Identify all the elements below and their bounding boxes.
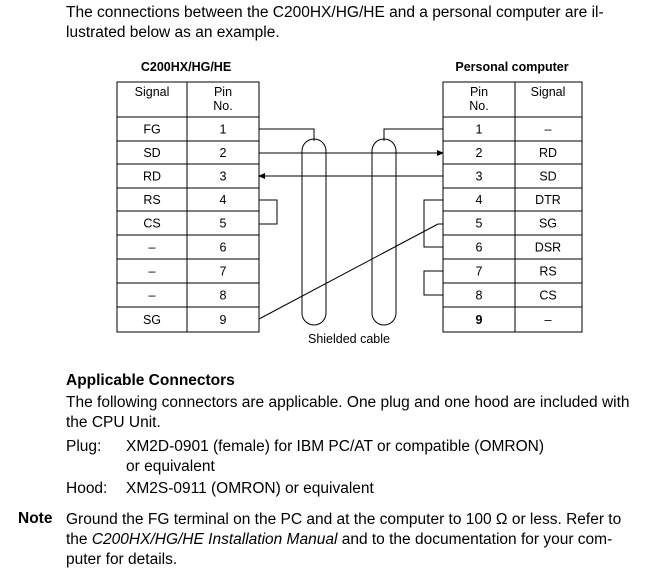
right-pin-cell: 9 — [476, 313, 483, 327]
sg-wire-a — [258, 223, 439, 320]
right-pin-cell: 5 — [476, 217, 483, 231]
left-signal-cell: – — [149, 265, 156, 279]
left-pin-cell: 2 — [220, 146, 227, 160]
shield-pin1-wire — [383, 128, 443, 141]
right-pin-cell: 3 — [476, 170, 483, 184]
right-signal-cell: SD — [539, 170, 556, 184]
right-pin-cell: 2 — [476, 146, 483, 160]
right-connector-title: Personal computer — [455, 60, 568, 74]
note-label: Note — [18, 510, 53, 527]
shield-loop-left — [301, 138, 327, 326]
left-connector-title: C200HX/HG/HE — [141, 60, 231, 74]
rs-cs-pc-loopback — [423, 270, 443, 296]
note-text-after: and to the documentation for your com-pu… — [66, 531, 613, 568]
left-signal-cell: RS — [143, 193, 160, 207]
left-signal-cell: RD — [143, 170, 161, 184]
right-signal-cell: RD — [539, 146, 557, 160]
left-header-signal: Signal — [135, 85, 170, 99]
hood-label: Hood: — [66, 480, 108, 497]
right-pin-cell: 7 — [476, 265, 483, 279]
right-signal-cell: CS — [539, 289, 556, 303]
left-pin-cell: 4 — [220, 193, 227, 207]
left-pin-cell: 1 — [220, 123, 227, 137]
left-signal-cell: SD — [143, 146, 160, 160]
connectors-description: The following connectors are applicable.… — [66, 394, 630, 431]
shielded-cable-label: Shielded cable — [308, 332, 390, 346]
right-header-signal: Signal — [531, 85, 566, 99]
left-signal-cell: FG — [143, 123, 160, 137]
right-pin-cell: 1 — [476, 123, 483, 137]
dtr-dsr-loopback — [423, 199, 443, 248]
intro-text: The connections between the C200HX/HG/HE… — [66, 4, 604, 41]
plug-value-line2: or equivalent — [126, 458, 215, 475]
plug-label: Plug: — [66, 438, 102, 455]
wiring-diagram: C200HX/HG/HE Personal computer Signal Pi… — [116, 60, 583, 346]
left-pin-cell: 5 — [220, 217, 227, 231]
hood-value: XM2S-0911 (OMRON) or equivalent — [126, 480, 374, 497]
right-pin-cell: 8 — [476, 289, 483, 303]
right-signal-cell: SG — [539, 217, 557, 231]
right-pin-cell: 4 — [476, 193, 483, 207]
rs-cs-loopback — [259, 199, 278, 225]
left-signal-cell: – — [149, 289, 156, 303]
fg-shield-wire — [259, 128, 315, 141]
left-signal-cell: – — [149, 241, 156, 255]
left-pin-cell: 3 — [220, 170, 227, 184]
right-signal-cell: DTR — [535, 193, 561, 207]
right-signal-cell: – — [545, 313, 552, 327]
right-pin-cell: 6 — [476, 241, 483, 255]
left-signal-cell: SG — [143, 313, 161, 327]
note-text-before: Ground the FG terminal on the PC and at … — [66, 511, 622, 548]
shield-loop-right — [371, 138, 397, 326]
installation-manual-title: C200HX/HG/HE Installation Manual — [91, 531, 338, 548]
left-pin-cell: 6 — [220, 241, 227, 255]
right-signal-cell: DSR — [535, 241, 561, 255]
plug-value-line1: XM2D-0901 (female) for IBM PC/AT or comp… — [126, 438, 545, 455]
left-signal-cell: CS — [143, 217, 160, 231]
right-signal-cell: – — [545, 123, 552, 137]
applicable-connectors-heading: Applicable Connectors — [66, 372, 235, 389]
note-text: Ground the FG terminal on the PC and at … — [66, 510, 641, 570]
left-pin-cell: 7 — [220, 265, 227, 279]
right-signal-cell: RS — [539, 265, 556, 279]
left-pin-cell: 9 — [220, 313, 227, 327]
left-pin-cell: 8 — [220, 289, 227, 303]
